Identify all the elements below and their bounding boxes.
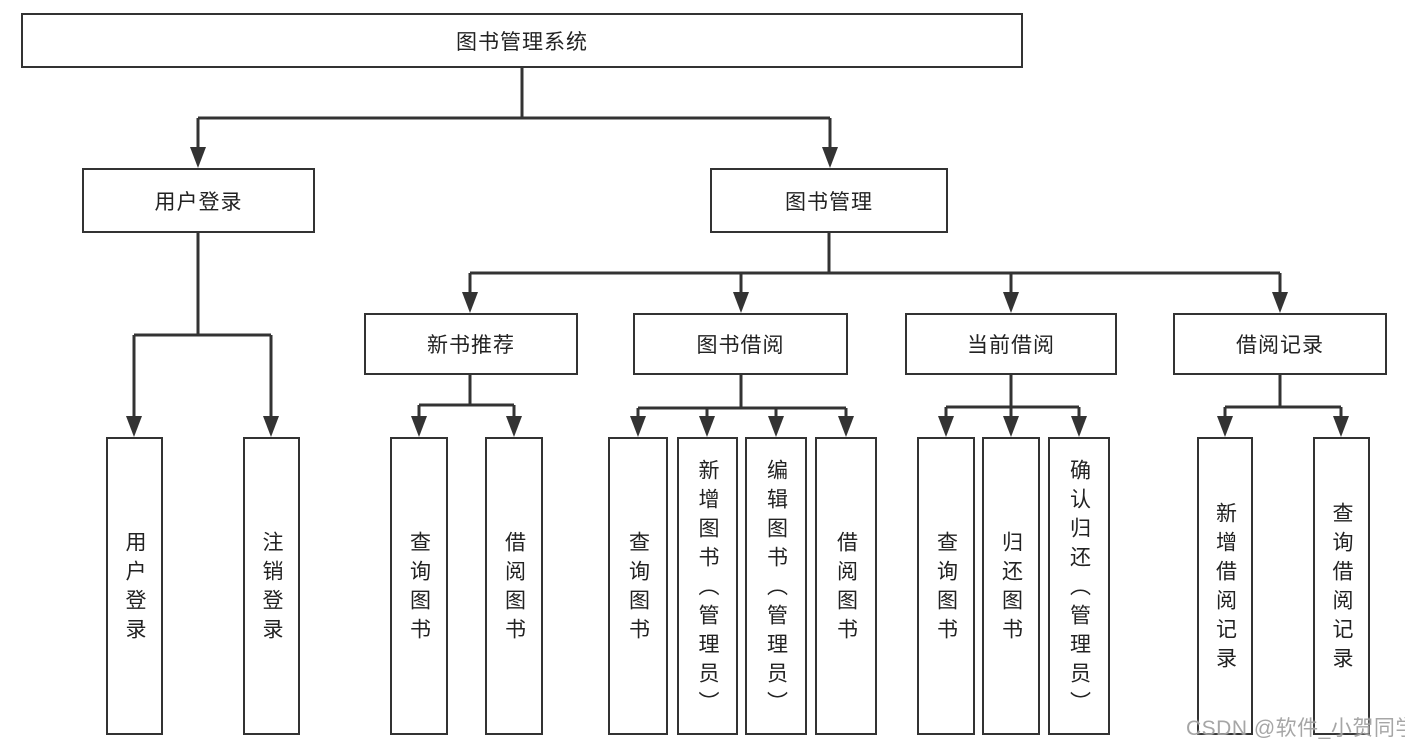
leaf-query-borrow-record: 查询借阅记录 <box>1313 437 1370 735</box>
arrowhead <box>1217 416 1233 437</box>
node-book-borrowing: 图书借阅 <box>633 313 848 375</box>
arrowhead <box>1071 416 1087 437</box>
arrowhead <box>768 416 784 437</box>
arrowhead <box>822 147 838 168</box>
leaf-borrow-books-recommend: 借阅图书 <box>485 437 543 735</box>
leaf-query-books-recommend: 查询图书 <box>390 437 448 735</box>
leaf-edit-books-admin: 编辑图书（管理员） <box>745 437 807 735</box>
leaf-query-books-borrowing: 查询图书 <box>608 437 668 735</box>
arrowhead <box>630 416 646 437</box>
arrowhead <box>699 416 715 437</box>
node-book-management: 图书管理 <box>710 168 948 233</box>
arrowhead <box>263 416 279 437</box>
node-borrowing-records: 借阅记录 <box>1173 313 1387 375</box>
node-user-login: 用户登录 <box>82 168 315 233</box>
node-library-management-system: 图书管理系统 <box>21 13 1023 68</box>
arrowhead <box>838 416 854 437</box>
arrowhead <box>1003 416 1019 437</box>
arrowhead <box>411 416 427 437</box>
arrowhead <box>190 147 206 168</box>
leaf-return-books: 归还图书 <box>982 437 1040 735</box>
leaf-confirm-return-admin: 确认归还（管理员） <box>1048 437 1110 735</box>
leaf-add-books-admin: 新增图书（管理员） <box>677 437 738 735</box>
node-current-borrowing: 当前借阅 <box>905 313 1117 375</box>
leaf-logout-login: 注销登录 <box>243 437 300 735</box>
leaf-borrow-books: 借阅图书 <box>815 437 877 735</box>
arrowhead <box>126 416 142 437</box>
node-new-book-recommendation: 新书推荐 <box>364 313 578 375</box>
arrowhead <box>462 292 478 313</box>
leaf-query-books-current: 查询图书 <box>917 437 975 735</box>
leaf-add-borrow-record: 新增借阅记录 <box>1197 437 1253 735</box>
arrowhead <box>733 292 749 313</box>
arrowhead <box>938 416 954 437</box>
arrowhead <box>1333 416 1349 437</box>
arrowhead <box>1003 292 1019 313</box>
arrowhead <box>506 416 522 437</box>
leaf-user-login: 用户登录 <box>106 437 163 735</box>
arrowhead <box>1272 292 1288 313</box>
csdn-watermark: CSDN @软件_小贺同学 <box>1186 717 1405 740</box>
